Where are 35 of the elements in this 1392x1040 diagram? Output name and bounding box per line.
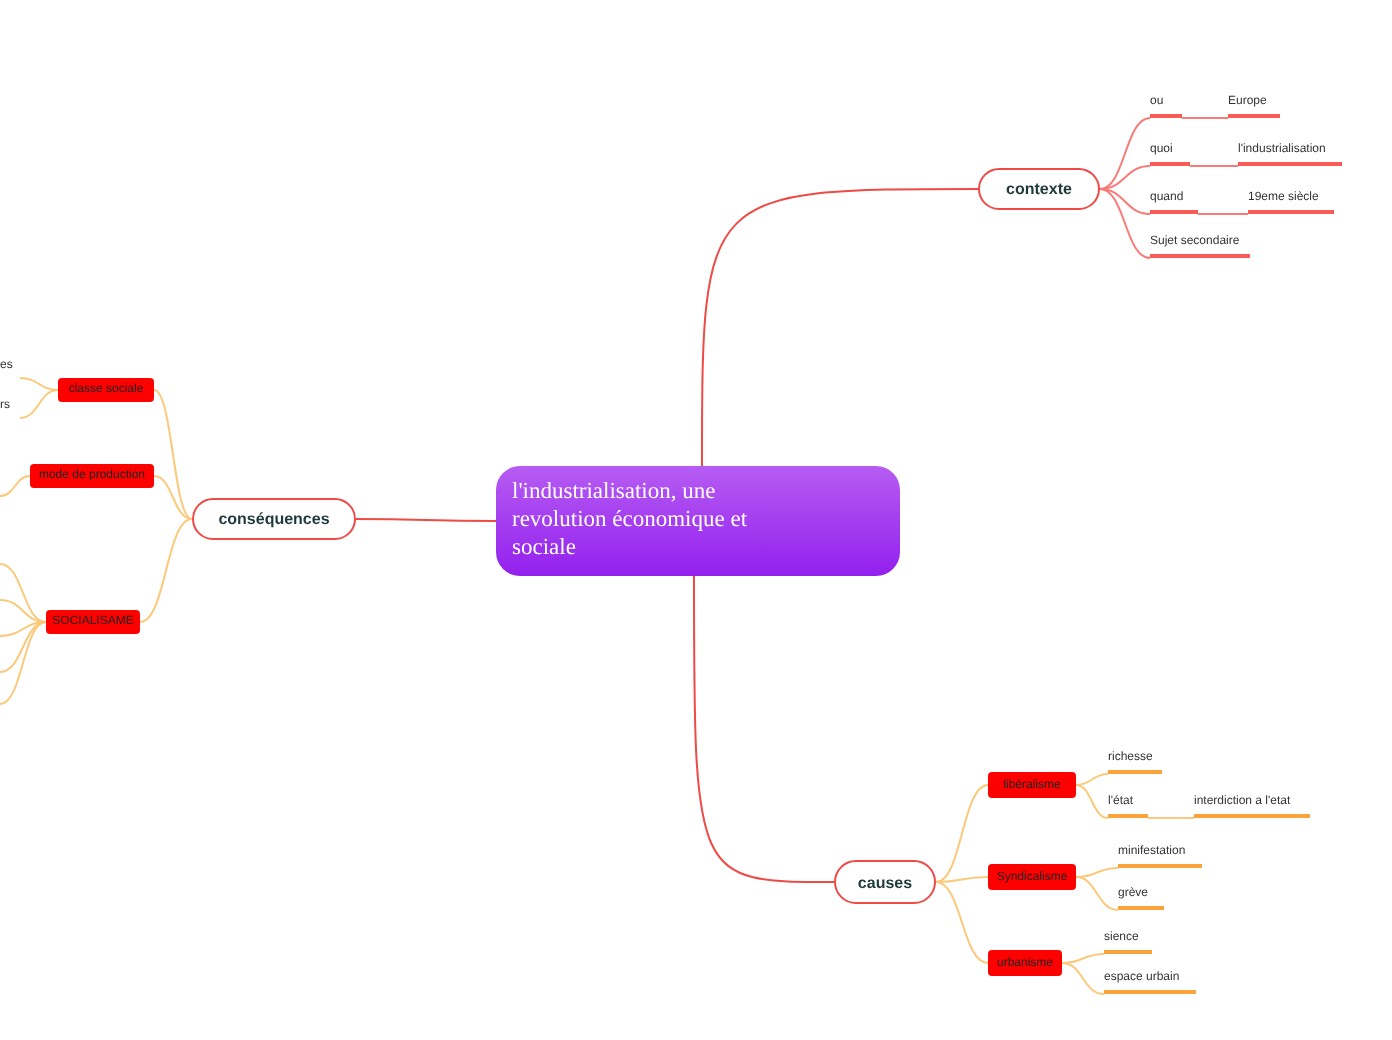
branch-line: [0, 621, 47, 673]
branch-line: [935, 881, 989, 964]
central-topic: l'industrialisation, une revolution économique et sociale: [496, 466, 900, 576]
branch-line: [1147, 817, 1195, 819]
branch-line: [1061, 953, 1105, 964]
branch-line: [1181, 117, 1229, 119]
branch-line: [355, 518, 497, 522]
branch-line: [935, 876, 989, 883]
branch-line: [1189, 165, 1239, 167]
branch-line: [1099, 165, 1151, 190]
branch-line: [935, 784, 989, 883]
branch-line: [1075, 867, 1119, 878]
branch-line: [1061, 962, 1105, 995]
branch-line: [1075, 876, 1119, 911]
branch-line: [1075, 773, 1109, 786]
branch-line: [1075, 784, 1109, 819]
branch-line: [139, 518, 193, 623]
branch-line: [0, 621, 47, 637]
branch-line: [153, 475, 193, 520]
branch-line: [153, 389, 193, 520]
branch-line: [0, 621, 47, 705]
branch-line: [701, 188, 979, 467]
branch-line: [0, 563, 47, 623]
main-topic-pill: contexte: [978, 168, 1100, 210]
branch-line: [1099, 117, 1151, 190]
branch-line: [1197, 213, 1249, 215]
branch-line: [19, 377, 59, 391]
branch-line: [693, 575, 835, 883]
branch-line: [1099, 188, 1151, 259]
branch-line: [0, 475, 31, 497]
branch-line: [0, 599, 47, 623]
main-topic-pill: conséquences: [192, 498, 356, 540]
main-topic-pill: causes: [834, 860, 936, 904]
branch-line: [19, 389, 59, 419]
branch-line: [1099, 188, 1151, 215]
